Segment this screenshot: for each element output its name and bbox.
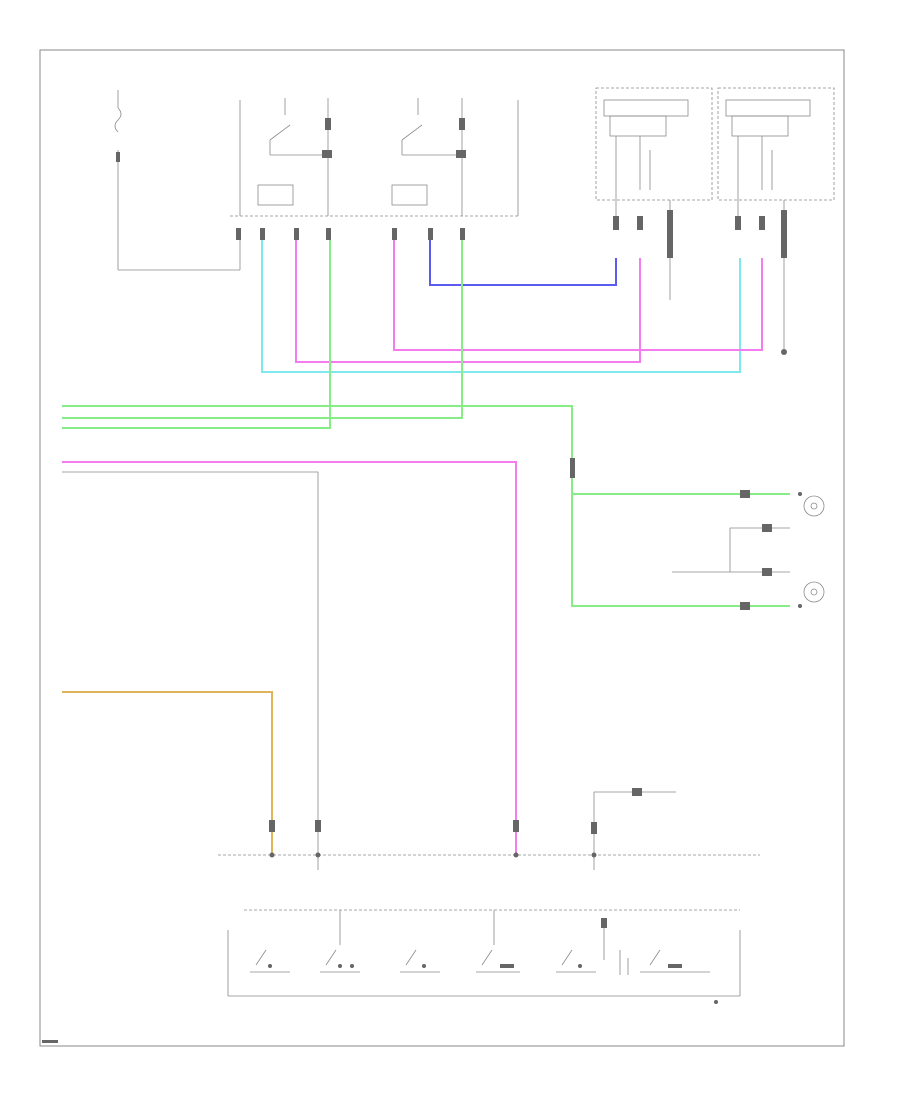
switch-module: [227, 909, 741, 1004]
wire-blue: [429, 240, 617, 286]
page-reference-mark: [42, 1040, 58, 1043]
front-lamp-upper: [798, 492, 825, 517]
connector: [428, 228, 433, 240]
wire-blue-run: [429, 240, 617, 286]
connector: [236, 228, 241, 240]
relay-block: [230, 98, 520, 240]
relay-switch-2: [391, 98, 466, 216]
wire-magenta-2: [393, 240, 763, 351]
wire-magenta-run-3: [62, 461, 517, 855]
power-source-block: [114, 90, 241, 271]
lamp-wiring: [570, 458, 790, 610]
switch-5: [556, 949, 596, 973]
connector: [294, 228, 299, 240]
connector: [260, 228, 265, 240]
wire-green-run-2: [62, 240, 463, 419]
left-headlight-assembly: [717, 87, 835, 355]
wire-magenta-run-2: [393, 240, 763, 351]
diagram-frame: [39, 49, 845, 1047]
wire-green-run-1: [62, 405, 790, 607]
wire-magenta-long: [62, 461, 517, 855]
connector: [326, 228, 331, 240]
wire-green: [62, 240, 790, 607]
wire-green-run-3: [62, 240, 331, 429]
wire-magenta-run-1: [295, 240, 641, 363]
wire-grey: [62, 471, 319, 870]
switch-6: [619, 949, 718, 1004]
wire-tan-run: [62, 691, 273, 855]
wire-cyan: [261, 240, 741, 373]
lower-connector-row: [218, 820, 760, 858]
connector: [392, 228, 397, 240]
bulb-icon: [803, 495, 825, 517]
right-headlight-assembly: [595, 87, 713, 300]
bulb-icon: [803, 581, 825, 603]
switch-3: [400, 949, 440, 973]
junction-lower-right: [591, 788, 676, 870]
front-lamp-lower: [798, 581, 825, 608]
relay-switch-1: [257, 98, 332, 216]
switch-2: [320, 949, 360, 973]
switch-4: [476, 949, 520, 973]
wire-magenta-1: [295, 240, 641, 363]
switch-1: [250, 949, 290, 973]
connector: [460, 228, 465, 240]
wire-cyan-run: [261, 240, 741, 373]
wire-tan: [62, 691, 273, 855]
wire-grey-run: [62, 471, 319, 870]
